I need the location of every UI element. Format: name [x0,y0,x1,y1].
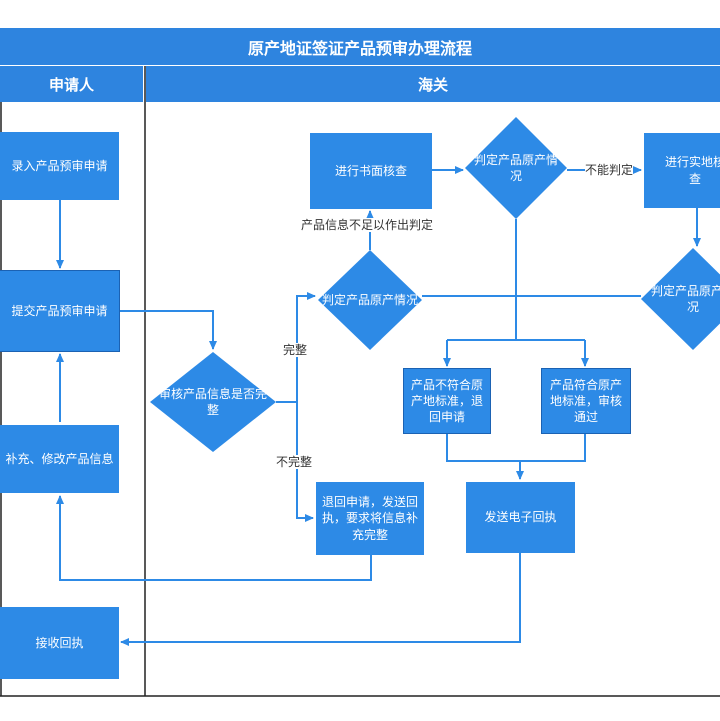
node-not-meet: 产品不符合原产地标准，退回申请 [403,368,491,434]
node-enter-request: 录入产品预审申请 [0,132,119,200]
node-supplement-info: 补充、修改产品信息 [0,425,119,493]
diamond-review-completeness [150,352,276,452]
node-judge-origin-1: 判定产品原产情况 [322,292,419,307]
node-send-receipt: 发送电子回执 [466,482,575,553]
node-meet: 产品符合原产地标准，审核通过 [541,368,631,434]
node-judge-origin-2: 判定产品原产情况 [473,152,558,183]
node-document-review: 进行书面核查 [310,133,432,209]
edge-label-incomplete: 不完整 [276,455,313,470]
diamond-judge-origin-3 [641,248,720,350]
node-receive-receipt: 接收回执 [0,607,119,679]
diamond-judge-origin-2 [465,117,567,219]
node-onsite-review: 进行实地核查 [644,133,720,208]
diamond-judge-origin-1 [318,250,422,350]
node-judge-origin-3: 判定产品原产情况 [650,283,720,314]
edge-label-cannot-judge: 不能判定 [585,163,634,178]
edge-label-insufficient: 产品信息不足以作出判定 [301,218,434,233]
page-title: 原产地证签证产品预审办理流程 [0,28,720,65]
node-return-request: 退回申请，发送回执，要求将信息补充完整 [316,482,424,555]
node-submit-request: 提交产品预审申请 [0,270,120,352]
edge-label-complete: 完整 [283,343,308,358]
node-review-completeness: 审核产品信息是否完整 [158,386,267,417]
lane-header-applicant: 申请人 [0,66,143,102]
lane-header-customs: 海关 [146,66,720,102]
